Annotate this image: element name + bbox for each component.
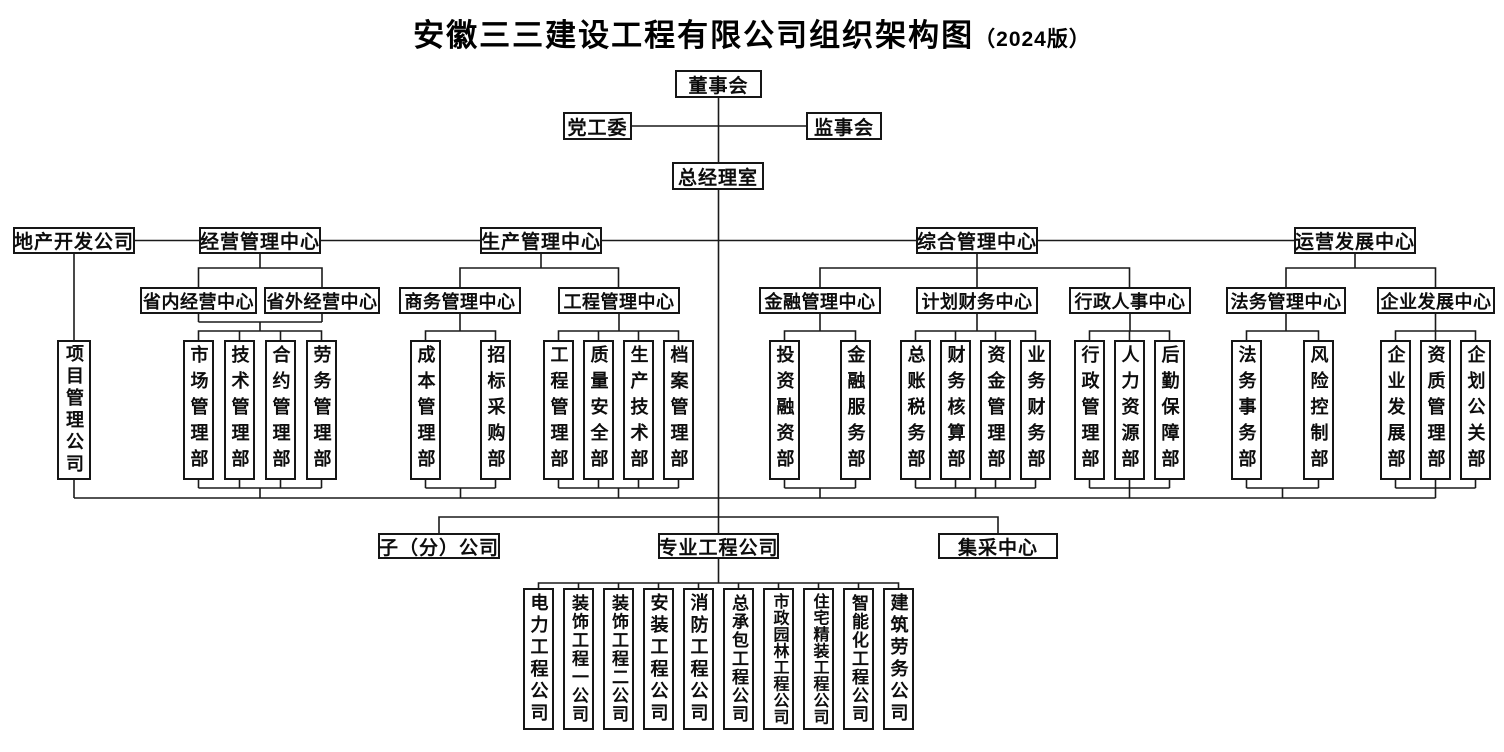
dept-box: 成本管理部 (410, 340, 441, 480)
node-project-mgmt-company: 项目管理公司 (57, 340, 91, 480)
company-box: 市政园林工程公司 (763, 588, 794, 730)
node-supervisory-board: 监事会 (806, 112, 882, 140)
dept-box: 财务核算部 (940, 340, 971, 480)
company-box: 装饰工程一公司 (563, 588, 594, 730)
dept-box: 招标采购部 (480, 340, 511, 480)
company-box: 智能化工程公司 (843, 588, 874, 730)
company-box: 总承包工程公司 (723, 588, 754, 730)
dept-box: 投资融资部 (769, 340, 800, 480)
node-engineering-mgmt-center: 工程管理中心 (558, 287, 680, 314)
node-enterprise-dev-center: 企业发展中心 (1377, 287, 1495, 314)
node-general-mgmt-center: 综合管理中心 (916, 227, 1038, 254)
company-box: 住宅精装工程公司 (803, 588, 834, 730)
dept-box: 企业发展部 (1380, 340, 1411, 480)
node-party-committee: 党工委 (563, 112, 632, 140)
dept-box: 风险控制部 (1303, 340, 1334, 480)
dept-box: 资金管理部 (980, 340, 1011, 480)
node-business-mgmt-center: 经营管理中心 (199, 227, 321, 254)
dept-box: 档案管理部 (663, 340, 694, 480)
node-operation-dev-center: 运营发展中心 (1294, 227, 1416, 254)
company-box: 电力工程公司 (523, 588, 554, 730)
dept-box: 法务事务部 (1231, 340, 1262, 480)
node-gm-office: 总经理室 (672, 162, 764, 190)
company-box: 安装工程公司 (643, 588, 674, 730)
dept-box: 人力资源部 (1114, 340, 1145, 480)
dept-box: 工程管理部 (543, 340, 574, 480)
company-box: 消防工程公司 (683, 588, 714, 730)
dept-box: 技术管理部 (224, 340, 255, 480)
node-production-mgmt-center: 生产管理中心 (480, 227, 602, 254)
title-edition: （2024版） (974, 28, 1091, 51)
node-procurement-center: 集采中心 (938, 533, 1058, 559)
dept-box: 质量安全部 (583, 340, 614, 480)
node-professional-companies: 专业工程公司 (658, 533, 779, 559)
dept-box: 金融服务部 (840, 340, 871, 480)
dept-box: 资质管理部 (1420, 340, 1451, 480)
company-box: 建筑劳务公司 (883, 588, 914, 730)
node-admin-hr-center: 行政人事中心 (1069, 287, 1191, 314)
node-provincial-inside-center: 省内经营中心 (140, 287, 257, 314)
page-title: 安徽三三建设工程有限公司组织架构图（2024版） (0, 10, 1504, 55)
node-subsidiaries: 子（分）公司 (378, 533, 500, 559)
company-box: 装饰工程二公司 (603, 588, 634, 730)
dept-box: 企划公关部 (1460, 340, 1491, 480)
dept-box: 后勤保障部 (1154, 340, 1185, 480)
dept-box: 业务财务部 (1020, 340, 1051, 480)
dept-box: 合约管理部 (265, 340, 296, 480)
node-real-estate-company: 地产开发公司 (13, 227, 135, 254)
node-legal-mgmt-center: 法务管理中心 (1226, 287, 1346, 314)
dept-box: 行政管理部 (1074, 340, 1105, 480)
dept-box: 生产技术部 (623, 340, 654, 480)
node-provincial-outside-center: 省外经营中心 (264, 287, 380, 314)
dept-box: 劳务管理部 (306, 340, 337, 480)
node-board: 董事会 (675, 70, 762, 98)
dept-box: 市场管理部 (183, 340, 214, 480)
node-finance-mgmt-center: 金融管理中心 (759, 287, 881, 314)
node-planning-finance-center: 计划财务中心 (916, 287, 1038, 314)
node-commerce-mgmt-center: 商务管理中心 (399, 287, 521, 314)
dept-box: 总账税务部 (900, 340, 931, 480)
title-text: 安徽三三建设工程有限公司组织架构图 (413, 18, 975, 53)
